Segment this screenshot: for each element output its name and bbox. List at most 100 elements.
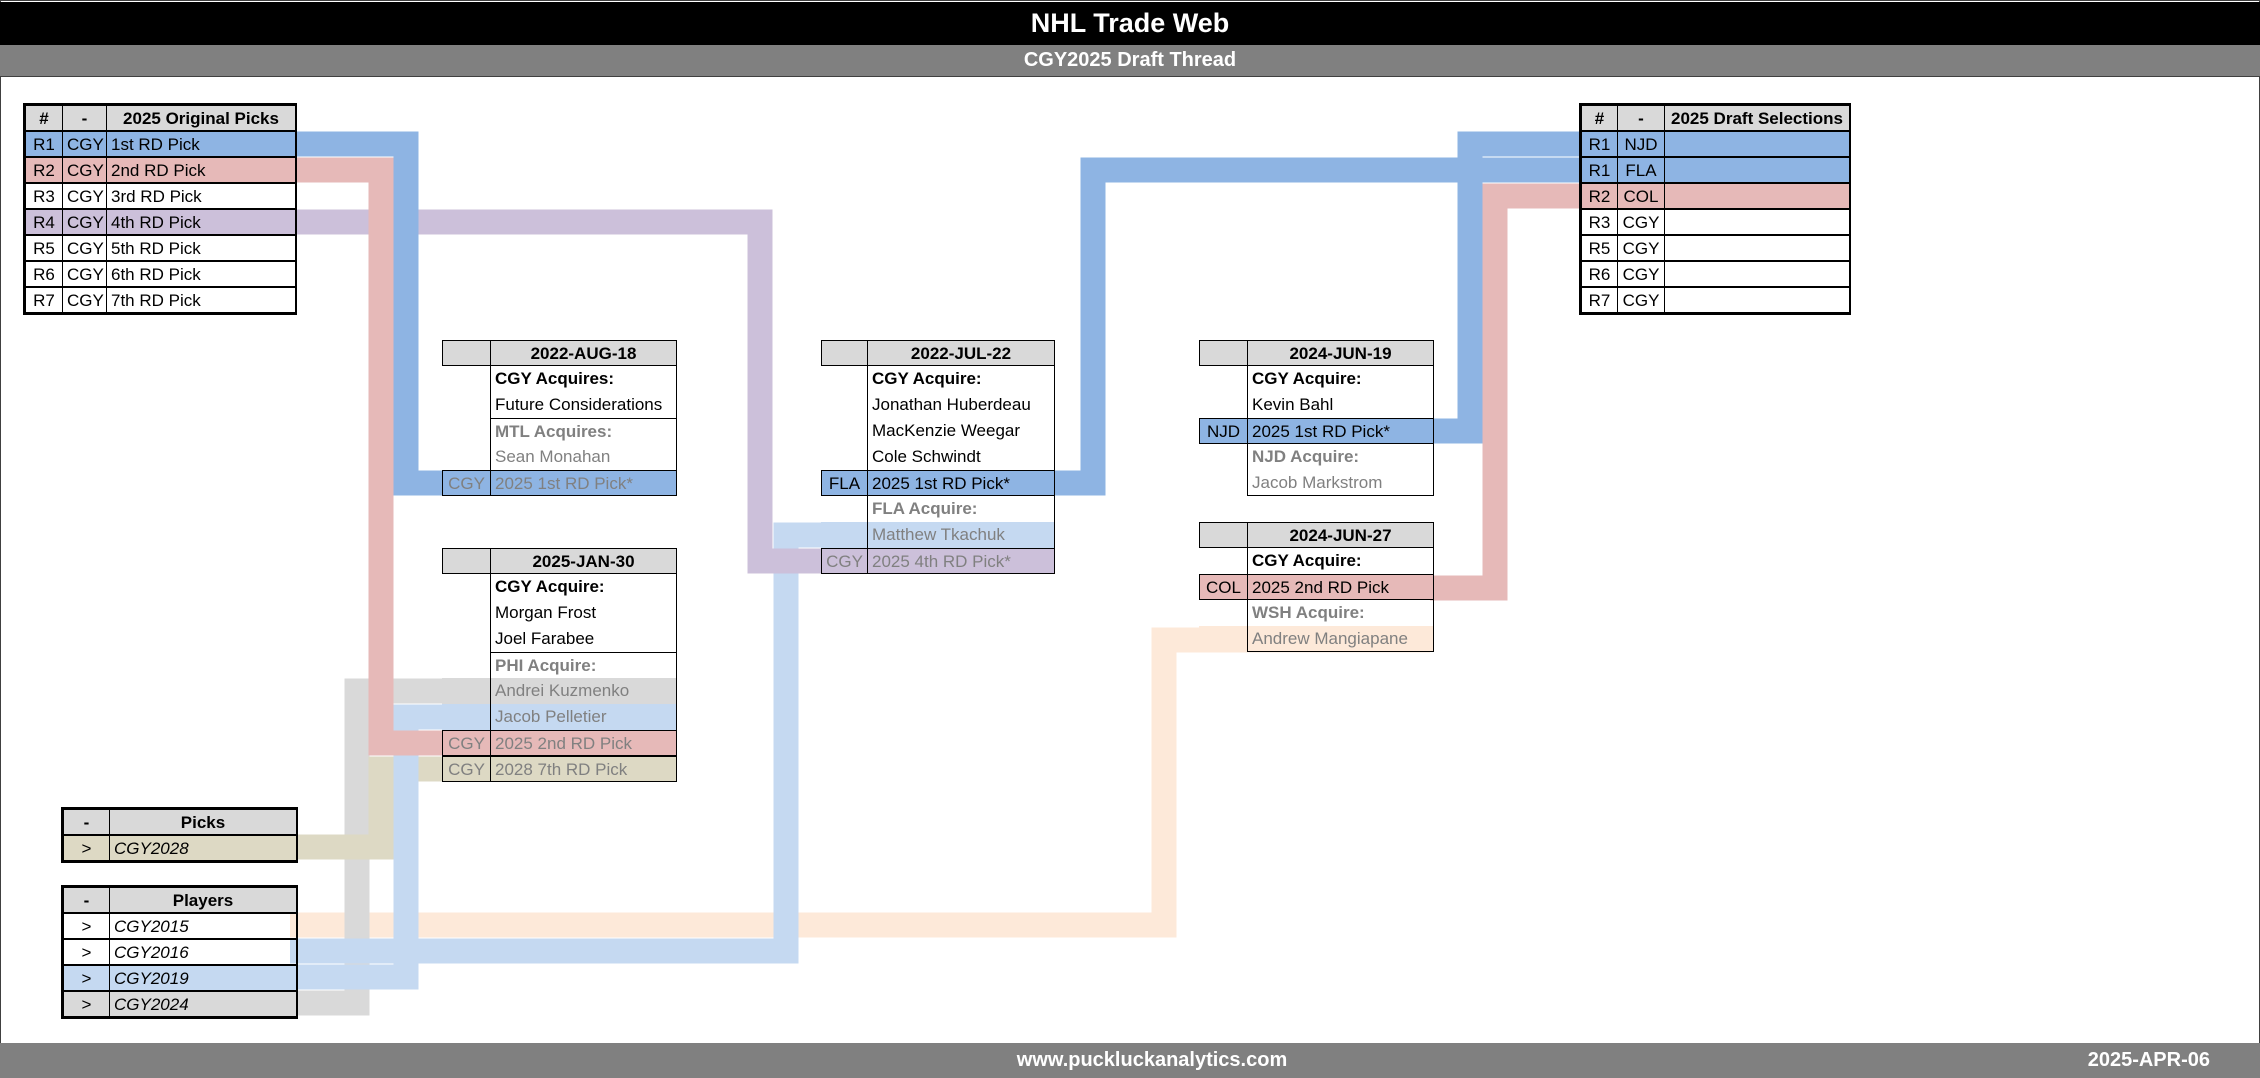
trade-asset-row[interactable]: MacKenzie Weegar (821, 418, 1055, 444)
cell-team: CGY (1617, 287, 1665, 313)
footer-site-link[interactable]: www.puckluckanalytics.com (1016, 1049, 1288, 1071)
asset-team (442, 366, 490, 392)
cell-team: CGY (62, 131, 107, 157)
trade-asset-row[interactable]: Jacob Pelletier (442, 704, 677, 730)
footer-bar: www.puckluckanalytics.com 2025-APR-06 (0, 1043, 2260, 1078)
cell-team: CGY (62, 235, 107, 261)
trade-asset-row[interactable]: Sean Monahan (442, 444, 677, 470)
cell-pick: 1st RD Pick (106, 131, 296, 157)
asset-team (821, 496, 867, 522)
cell-round: R1 (1581, 157, 1618, 183)
trade-asset-row[interactable]: Kevin Bahl (1199, 392, 1434, 418)
trade-asset-row[interactable]: Cole Schwindt (821, 444, 1055, 470)
column-header: # (1581, 105, 1618, 131)
asset-team: FLA (821, 470, 867, 496)
trade-asset-row[interactable]: WSH Acquire: (1199, 600, 1434, 626)
column-header: - (1617, 105, 1665, 131)
table-row[interactable]: >CGY2019 (63, 965, 297, 991)
table-row[interactable]: >CGY2024 (63, 991, 297, 1017)
table-row[interactable]: >CGY2028 (63, 835, 297, 861)
asset-team: CGY (821, 548, 867, 574)
players-table: -Players>CGY2015>CGY2016>CGY2019>CGY2024 (61, 885, 298, 1019)
asset-team (821, 522, 867, 548)
trade-asset-row[interactable]: Jonathan Huberdeau (821, 392, 1055, 418)
trade-header-blank (442, 548, 490, 574)
trade-asset-row[interactable]: CGY Acquire: (821, 366, 1055, 392)
trade-asset-row[interactable]: CGY Acquires: (442, 366, 677, 392)
trade-asset-row[interactable]: CGY Acquire: (1199, 366, 1434, 392)
asset-name: 2025 2nd RD Pick (1247, 574, 1434, 600)
table-row[interactable]: >CGY2016 (63, 939, 297, 965)
table-row[interactable]: >CGY2015 (63, 913, 297, 939)
trade-asset-row[interactable]: MTL Acquires: (442, 418, 677, 444)
cell-team: CGY (1617, 235, 1665, 261)
trade-asset-row[interactable]: Matthew Tkachuk (821, 522, 1055, 548)
cell-pick: 4th RD Pick (106, 209, 296, 235)
trade-asset-row[interactable]: CGY Acquire: (442, 574, 677, 600)
asset-name: PHI Acquire: (490, 652, 677, 678)
trade-asset-row[interactable]: Joel Farabee (442, 626, 677, 652)
cell-round: R7 (1581, 287, 1618, 313)
cell-team: CGY (1617, 209, 1665, 235)
trade-asset-row[interactable]: NJD Acquire: (1199, 444, 1434, 470)
line-blue-njd (1430, 131, 1590, 444)
asset-name: Sean Monahan (490, 444, 677, 470)
trade-asset-row[interactable]: Andrei Kuzmenko (442, 678, 677, 704)
asset-name: 2025 1st RD Pick* (1247, 418, 1434, 444)
trade-asset-row[interactable]: FLA Acquire: (821, 496, 1055, 522)
trade-asset-row[interactable]: Jacob Markstrom (1199, 470, 1434, 496)
asset-name: CGY Acquire: (1247, 548, 1434, 574)
trade-asset-row[interactable]: Andrew Mangiapane (1199, 626, 1434, 652)
cell-round: R5 (1581, 235, 1618, 261)
trade-asset-row[interactable]: Morgan Frost (442, 600, 677, 626)
cell-team: NJD (1617, 131, 1665, 157)
trade-header-blank (442, 340, 490, 366)
asset-name: CGY Acquires: (490, 366, 677, 392)
trade-asset-row[interactable]: PHI Acquire: (442, 652, 677, 678)
asset-team (1199, 548, 1247, 574)
cell-label: CGY2028 (109, 835, 297, 861)
column-header: - (63, 809, 110, 835)
trade-asset-row[interactable]: Future Considerations (442, 392, 677, 418)
asset-name: 2025 2nd RD Pick (490, 730, 677, 756)
asset-team (1199, 600, 1247, 626)
line-purple-4th (290, 209, 830, 574)
asset-name: CGY Acquire: (490, 574, 677, 600)
cell-team: FLA (1617, 157, 1665, 183)
cell-team: COL (1617, 183, 1665, 209)
asset-name: FLA Acquire: (867, 496, 1055, 522)
asset-name: 2028 7th RD Pick (490, 756, 677, 782)
asset-team: CGY (442, 730, 490, 756)
cell-team: CGY (62, 287, 107, 313)
trade-date: 2025-JAN-30 (490, 548, 677, 574)
cell-label: CGY2016 (109, 939, 297, 965)
cell-pick: 3rd RD Pick (106, 183, 296, 209)
asset-name: NJD Acquire: (1247, 444, 1434, 470)
asset-team (821, 418, 867, 444)
trade-asset-row[interactable]: CGY Acquire: (1199, 548, 1434, 574)
